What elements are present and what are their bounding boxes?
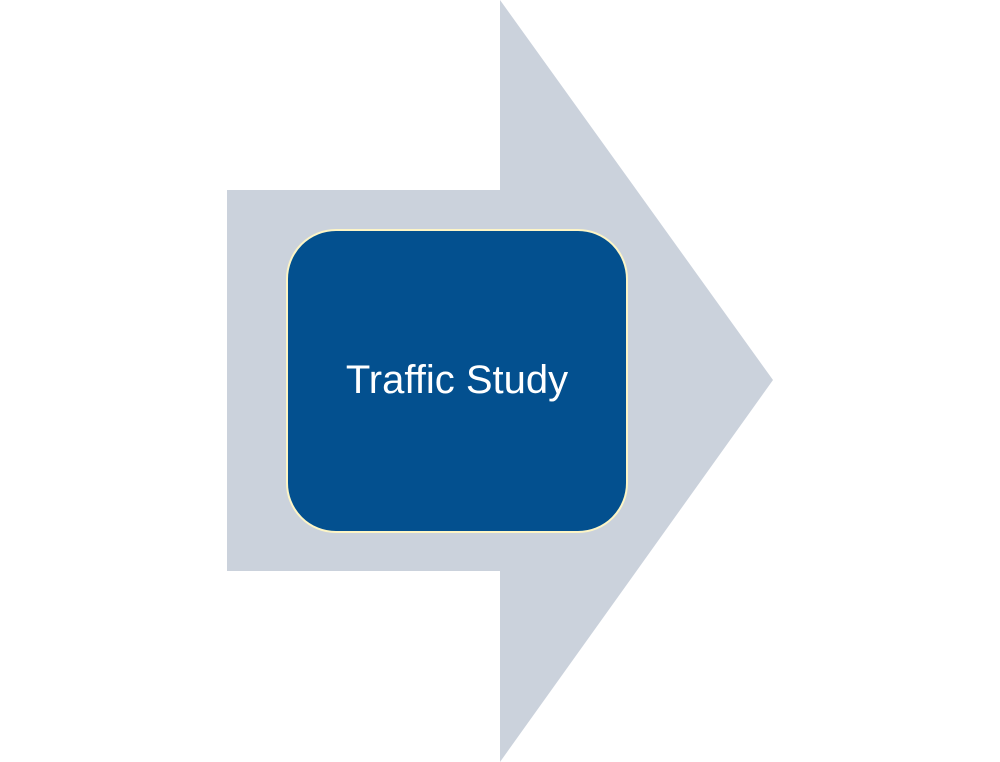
process-box: Traffic Study [286,229,628,533]
process-box-label: Traffic Study [345,358,569,402]
